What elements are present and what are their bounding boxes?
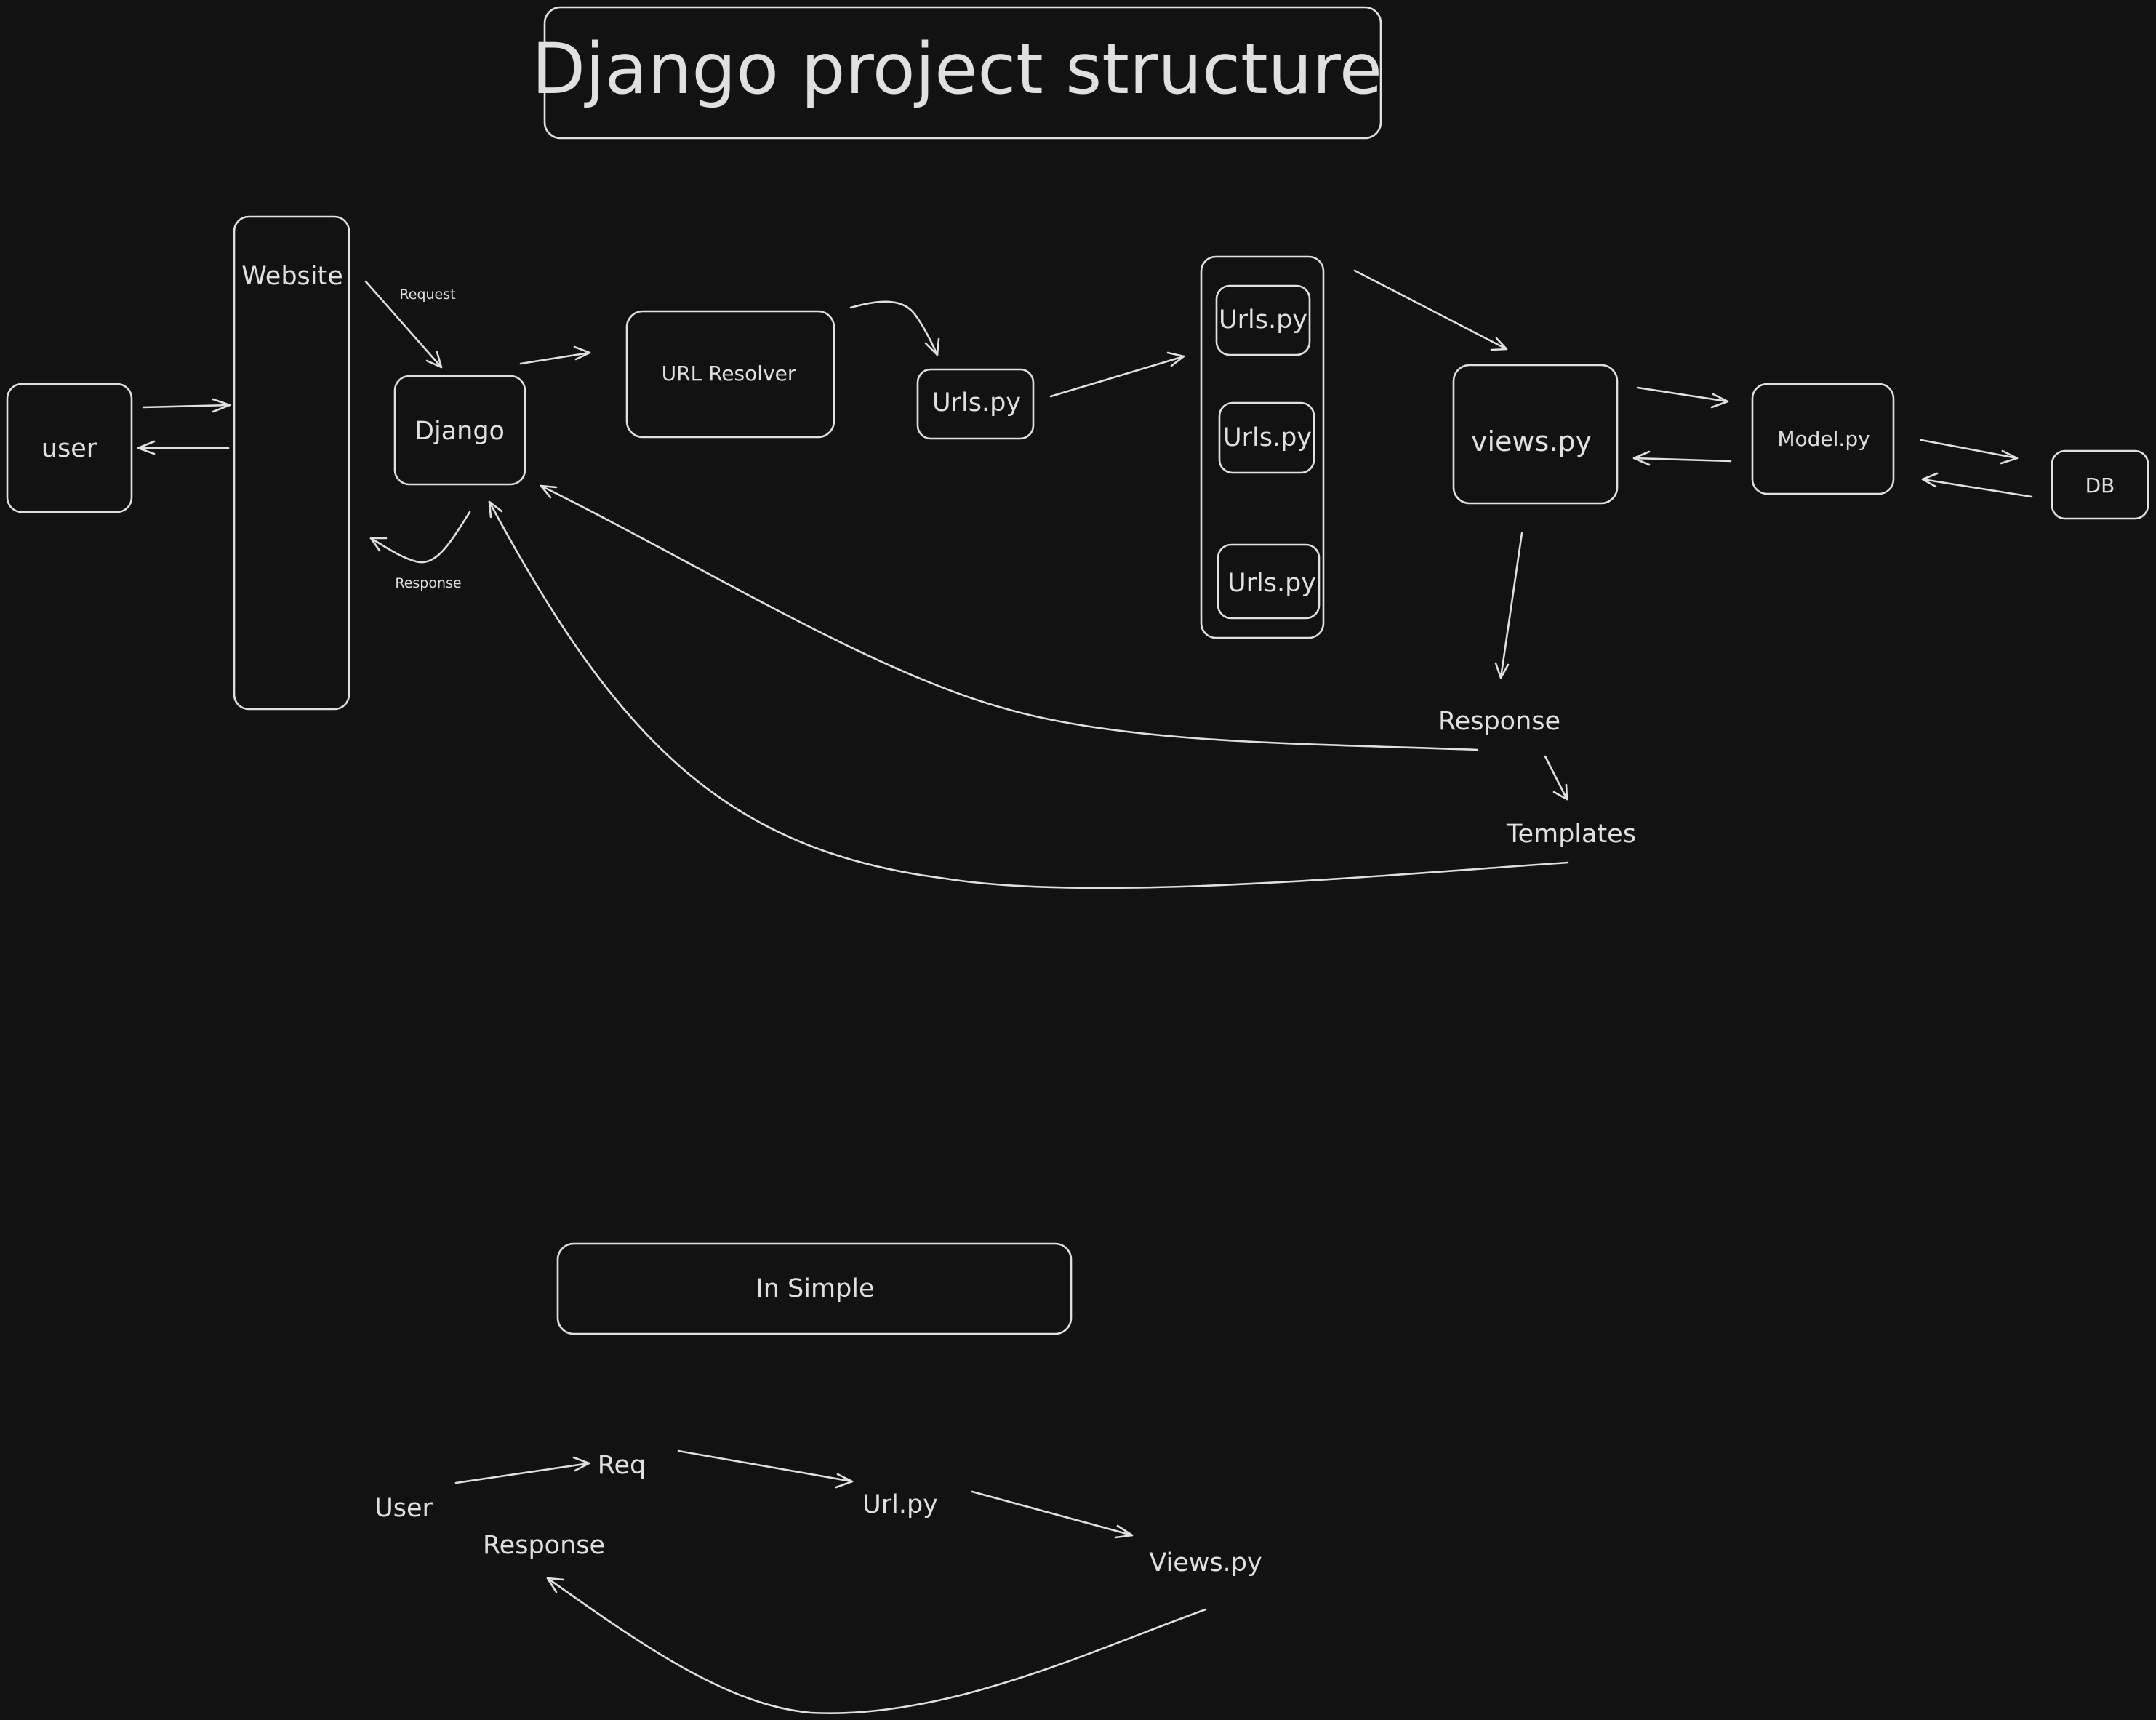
simple-edge-req-to-url: [677, 1449, 854, 1489]
response-label: Response: [1438, 707, 1560, 736]
simple-views-label: Views.py: [1149, 1548, 1262, 1577]
simple-req-label: Req: [598, 1451, 646, 1480]
urls-main-label: Urls.py: [932, 388, 1021, 417]
edge-response-to-templates: [1544, 755, 1568, 801]
edge-response-to-django: [540, 484, 1479, 751]
simple-title-box: [556, 1242, 1073, 1335]
simple-edge-url-to-views: [971, 1490, 1134, 1539]
django-label: Django: [414, 417, 505, 446]
edge-views-to-response: [1494, 532, 1523, 679]
website-node: [233, 215, 350, 711]
user-node: [6, 383, 133, 513]
db-label: DB: [2085, 473, 2115, 497]
diagram-title: Django project structure: [532, 28, 1382, 110]
simple-edge-views-to-response: [546, 1577, 1207, 1715]
simple-title: In Simple: [756, 1274, 874, 1303]
edge-request: [364, 280, 443, 369]
edge-user-to-website: [142, 398, 231, 413]
edge-group-to-views: [1353, 269, 1508, 351]
urls-group-item-2: [1218, 401, 1315, 474]
url-resolver-label: URL Resolver: [662, 361, 796, 385]
views-label: views.py: [1471, 425, 1592, 457]
website-label: Website: [241, 262, 343, 291]
urls-group-label-2: Urls.py: [1223, 423, 1312, 452]
edge-model-to-views: [1632, 450, 1732, 466]
edge-urls-to-group: [1049, 351, 1185, 398]
edge-db-to-model: [1921, 472, 2033, 498]
urls-group-container: [1200, 255, 1325, 639]
edge-website-to-user: [137, 440, 230, 455]
edge-templates-to-django: [488, 500, 1569, 889]
urls-group-item-1: [1215, 284, 1311, 356]
edge-resolver-to-urls: [849, 300, 940, 356]
user-label: user: [41, 434, 97, 463]
model-label: Model.py: [1777, 427, 1870, 451]
request-edge-label: Request: [399, 287, 455, 303]
edge-django-to-resolver: [519, 345, 591, 365]
simple-response-label: Response: [483, 1531, 605, 1560]
simple-user-label: User: [374, 1494, 433, 1523]
urls-group-item-3: [1217, 543, 1321, 620]
django-node: [393, 375, 526, 486]
views-node: [1452, 364, 1619, 505]
response-edge-label: Response: [395, 575, 461, 591]
simple-edge-user-to-req: [454, 1456, 590, 1484]
edge-response-to-website: [369, 511, 471, 564]
edge-model-to-db: [1920, 439, 2019, 465]
urls-group-label-1: Urls.py: [1219, 305, 1307, 335]
title-box: [543, 6, 1382, 140]
simple-url-label: Url.py: [862, 1490, 938, 1519]
urls-group-label-3: Urls.py: [1227, 569, 1316, 598]
model-node: [1751, 383, 1895, 495]
db-node: [2051, 449, 2149, 520]
url-resolver-node: [625, 310, 835, 439]
urls-main-node: [916, 368, 1035, 440]
templates-label: Templates: [1506, 820, 1636, 849]
edge-views-to-model: [1636, 386, 1729, 409]
